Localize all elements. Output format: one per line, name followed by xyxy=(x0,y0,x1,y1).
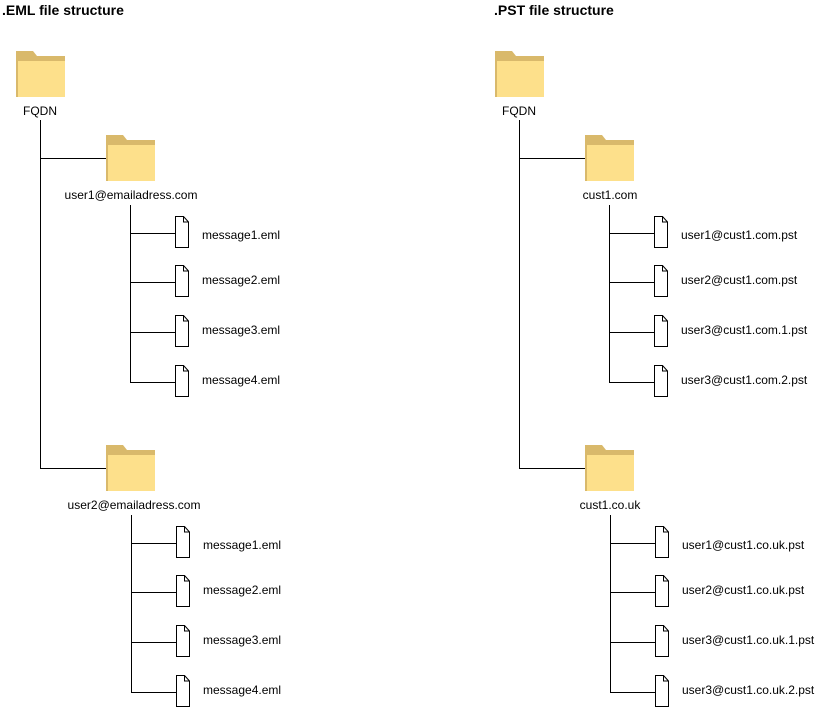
tree-connector xyxy=(40,158,106,159)
folder-icon xyxy=(106,135,155,181)
tree-connector xyxy=(131,543,177,544)
folder-icon xyxy=(106,445,155,491)
tree-connector xyxy=(609,282,655,283)
folder-label: user2@emailadress.com xyxy=(67,498,201,512)
folder-icon xyxy=(585,445,634,491)
document-icon xyxy=(655,675,669,707)
folder-label: cust1.com xyxy=(582,188,638,202)
tree-connector xyxy=(610,642,656,643)
document-icon xyxy=(655,575,669,607)
tree-connector xyxy=(610,592,656,593)
folder-label: user1@emailadress.com xyxy=(64,188,198,202)
document-icon xyxy=(655,625,669,657)
file-label: message1.eml xyxy=(202,228,281,242)
root-folder-label: FQDN xyxy=(502,104,536,118)
document-icon xyxy=(175,265,189,297)
file-label: user2@cust1.com.pst xyxy=(681,273,798,287)
pst-structure-title: .PST file structure xyxy=(494,2,614,18)
tree-connector xyxy=(609,205,610,383)
document-icon xyxy=(654,315,668,347)
tree-connector xyxy=(40,120,41,469)
document-icon xyxy=(654,216,668,248)
tree-connector xyxy=(130,233,176,234)
tree-connector xyxy=(519,158,585,159)
tree-connector xyxy=(131,642,177,643)
file-label: user1@cust1.co.uk.pst xyxy=(682,538,805,552)
eml-structure-title: .EML file structure xyxy=(2,2,124,18)
tree-connector xyxy=(609,382,655,383)
tree-connector xyxy=(610,515,611,693)
tree-connector xyxy=(609,332,655,333)
document-icon xyxy=(654,265,668,297)
file-label: message4.eml xyxy=(202,373,281,387)
file-label: message4.eml xyxy=(203,683,282,697)
file-label: user3@cust1.co.uk.2.pst xyxy=(682,683,815,697)
file-label: message1.eml xyxy=(203,538,282,552)
file-label: message3.eml xyxy=(203,633,282,647)
document-icon xyxy=(655,526,669,558)
folder-icon xyxy=(16,51,65,97)
document-icon xyxy=(176,675,190,707)
folder-icon xyxy=(585,135,634,181)
tree-connector xyxy=(610,692,656,693)
document-icon xyxy=(176,625,190,657)
tree-connector xyxy=(130,205,131,383)
file-label: message2.eml xyxy=(202,273,281,287)
document-icon xyxy=(175,315,189,347)
tree-connector xyxy=(131,692,177,693)
tree-connector xyxy=(519,120,520,469)
tree-connector xyxy=(610,543,656,544)
file-label: user3@cust1.com.2.pst xyxy=(681,373,808,387)
file-label: user1@cust1.com.pst xyxy=(681,228,798,242)
file-label: user2@cust1.co.uk.pst xyxy=(682,583,805,597)
tree-connector xyxy=(40,468,106,469)
folder-label: cust1.co.uk xyxy=(579,498,641,512)
file-label: user3@cust1.co.uk.1.pst xyxy=(682,633,815,647)
file-label: user3@cust1.com.1.pst xyxy=(681,323,808,337)
document-icon xyxy=(175,365,189,397)
tree-connector xyxy=(130,332,176,333)
tree-connector xyxy=(131,515,132,693)
tree-connector xyxy=(130,382,176,383)
root-folder-label: FQDN xyxy=(23,104,57,118)
tree-connector xyxy=(519,468,585,469)
file-label: message2.eml xyxy=(203,583,282,597)
document-icon xyxy=(176,526,190,558)
file-label: message3.eml xyxy=(202,323,281,337)
document-icon xyxy=(176,575,190,607)
folder-icon xyxy=(495,51,544,97)
tree-connector xyxy=(130,282,176,283)
tree-connector xyxy=(609,233,655,234)
document-icon xyxy=(654,365,668,397)
document-icon xyxy=(175,216,189,248)
tree-connector xyxy=(131,592,177,593)
